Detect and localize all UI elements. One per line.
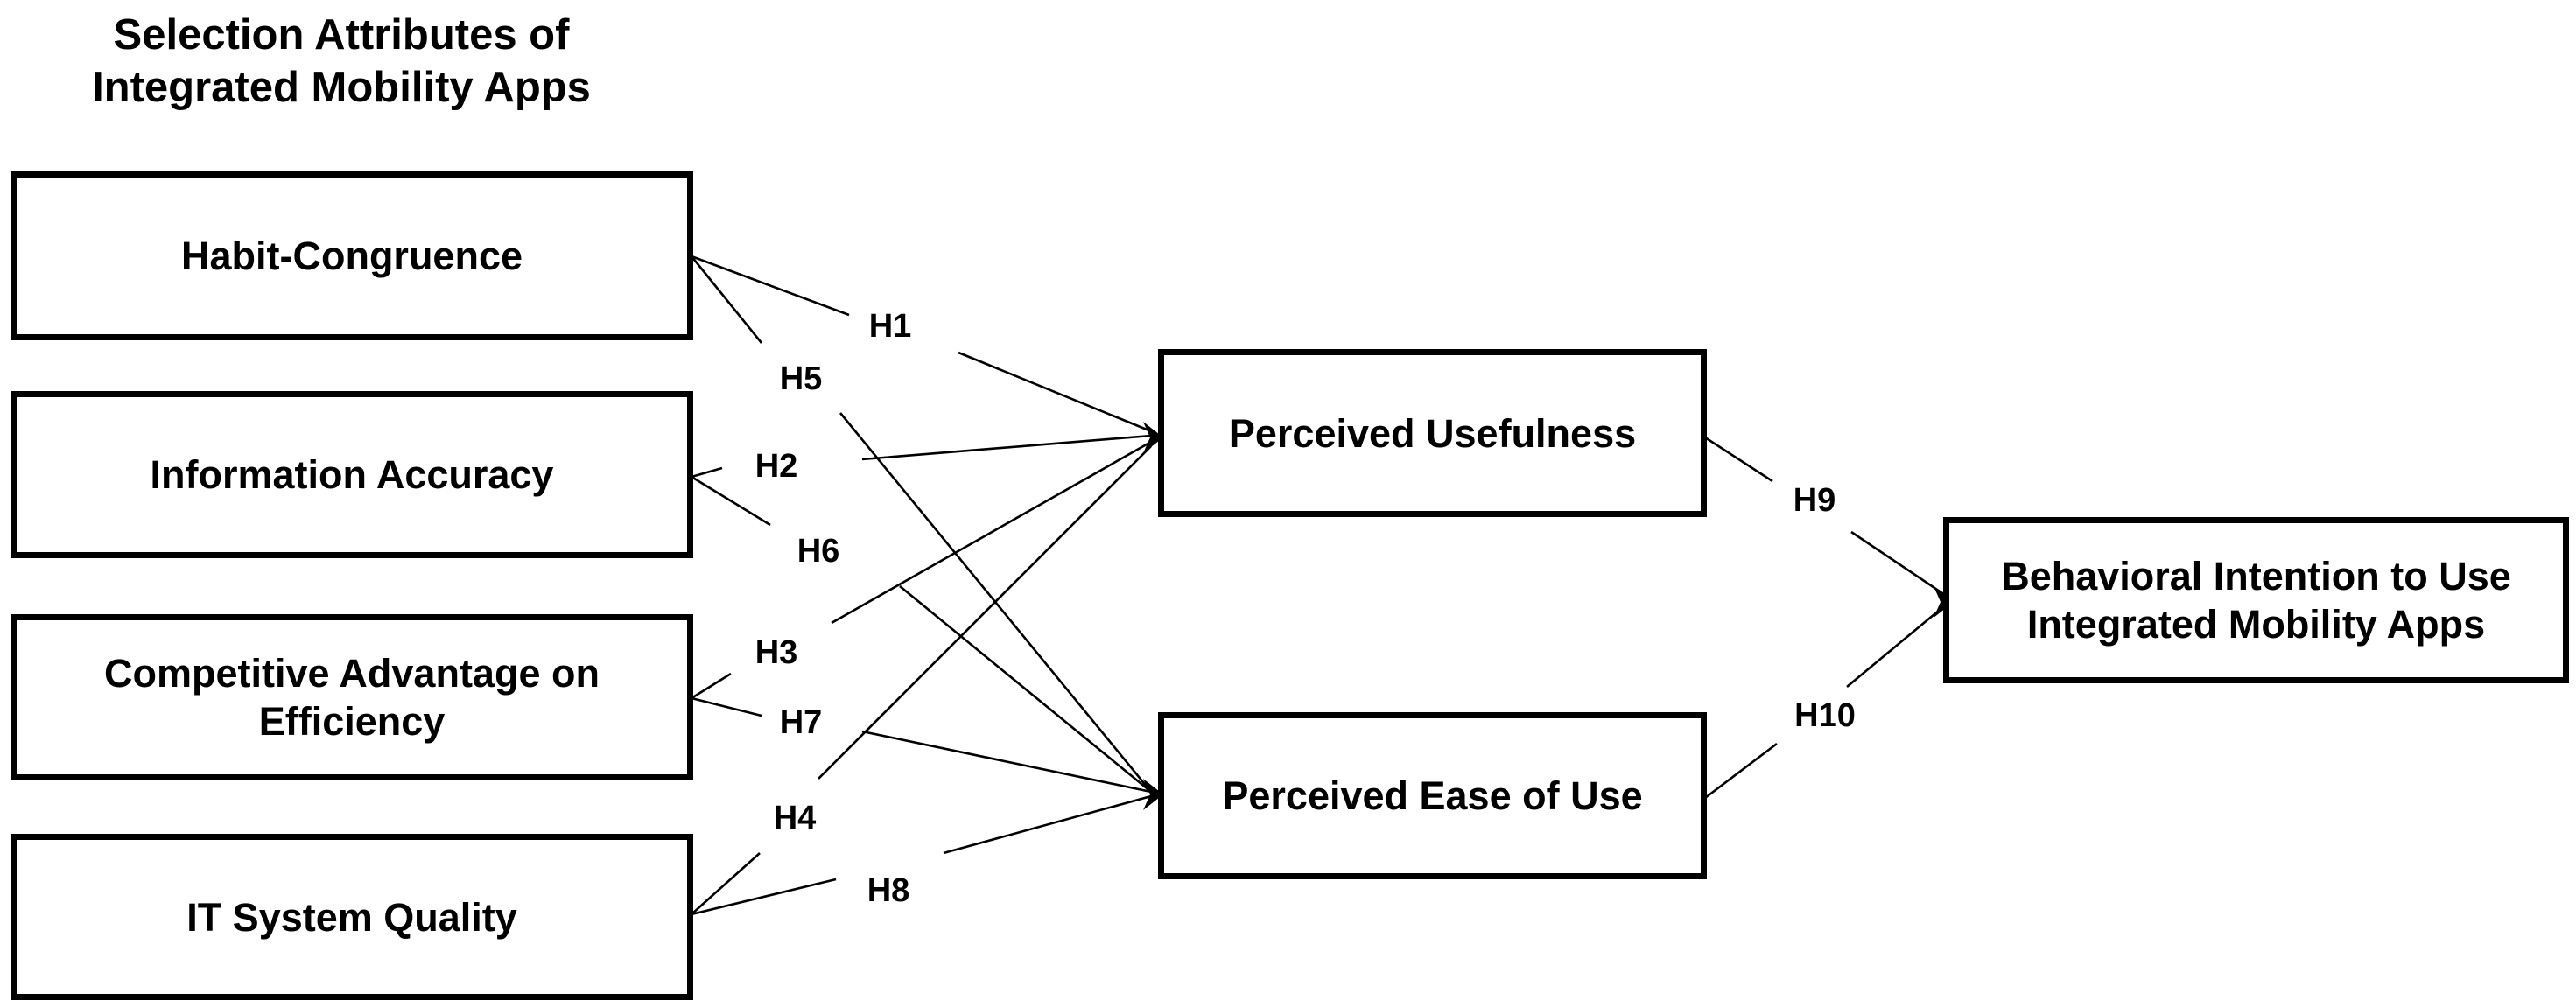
box-habit-congruence-label: Habit-Congruence [180,234,523,278]
path-h9 [1704,436,1946,597]
label-h10: H10 [1794,697,1856,734]
path-h6 [691,475,1152,794]
box-competitive-advantage: Competitive Advantage on Efficiency [11,614,693,780]
label-h6: H6 [797,533,840,570]
diagram-heading: Selection Attributes of Integrated Mobil… [35,9,648,114]
arrowhead-perceived-ease-of-use [1143,779,1163,810]
box-behavioral-intention-label: Behavioral Intention to Use Integrated M… [2001,552,2511,648]
label-h4: H4 [773,800,817,836]
behavioral-intention-line-1: Behavioral Intention to Use [2001,554,2511,598]
box-habit-congruence: Habit-Congruence [11,171,693,340]
path-h2 [691,434,1152,479]
behavioral-intention-line-2: Integrated Mobility Apps [2026,602,2486,647]
path-h3 [691,440,1152,700]
label-h8: H8 [867,872,910,909]
path-h10 [1704,604,1946,800]
path-h1 [691,255,1152,433]
box-perceived-ease-of-use-label: Perceived Ease of Use [1222,773,1643,818]
label-h2: H2 [755,448,798,485]
box-information-accuracy-label: Information Accuracy [150,452,554,497]
box-competitive-advantage-label: Competitive Advantage on Efficiency [104,649,600,745]
heading-line-2: Integrated Mobility Apps [92,64,591,111]
box-it-system-quality-label: IT System Quality [186,894,517,940]
label-h5: H5 [779,360,823,397]
path-h7 [691,696,1152,794]
path-h5 [690,255,1153,793]
box-it-system-quality: IT System Quality [11,834,693,1000]
competitive-advantage-line-2: Efficiency [258,699,446,744]
label-h9: H9 [1793,482,1836,519]
box-information-accuracy: Information Accuracy [11,391,693,558]
box-perceived-ease-of-use: Perceived Ease of Use [1158,712,1707,879]
box-perceived-usefulness: Perceived Usefulness [1158,349,1707,517]
label-h7: H7 [779,704,823,741]
path-h4 [691,445,1152,915]
label-h1: H1 [868,308,912,345]
arrowhead-perceived-usefulness [1143,422,1163,453]
box-behavioral-intention: Behavioral Intention to Use Integrated M… [1943,517,2569,683]
box-perceived-usefulness-label: Perceived Usefulness [1228,410,1637,456]
competitive-advantage-line-1: Competitive Advantage on [104,651,600,696]
heading-line-1: Selection Attributes of [113,11,570,59]
path-h8 [691,794,1152,916]
label-h3: H3 [755,634,798,671]
